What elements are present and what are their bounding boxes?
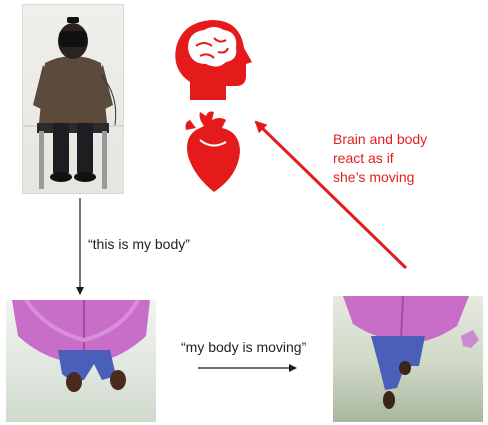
caption-reaction-line: react as if [333, 149, 473, 168]
caption-this-is-my-body: “this is my body” [88, 236, 190, 252]
caption-brain-body-reaction: Brain and body react as if she’s moving [333, 130, 473, 187]
caption-my-body-is-moving: “my body is moving” [181, 339, 306, 355]
caption-reaction-line: she’s moving [333, 168, 473, 187]
caption-reaction-line: Brain and body [333, 130, 473, 149]
heart-icon [186, 112, 241, 193]
brain-head-icon [175, 20, 252, 100]
